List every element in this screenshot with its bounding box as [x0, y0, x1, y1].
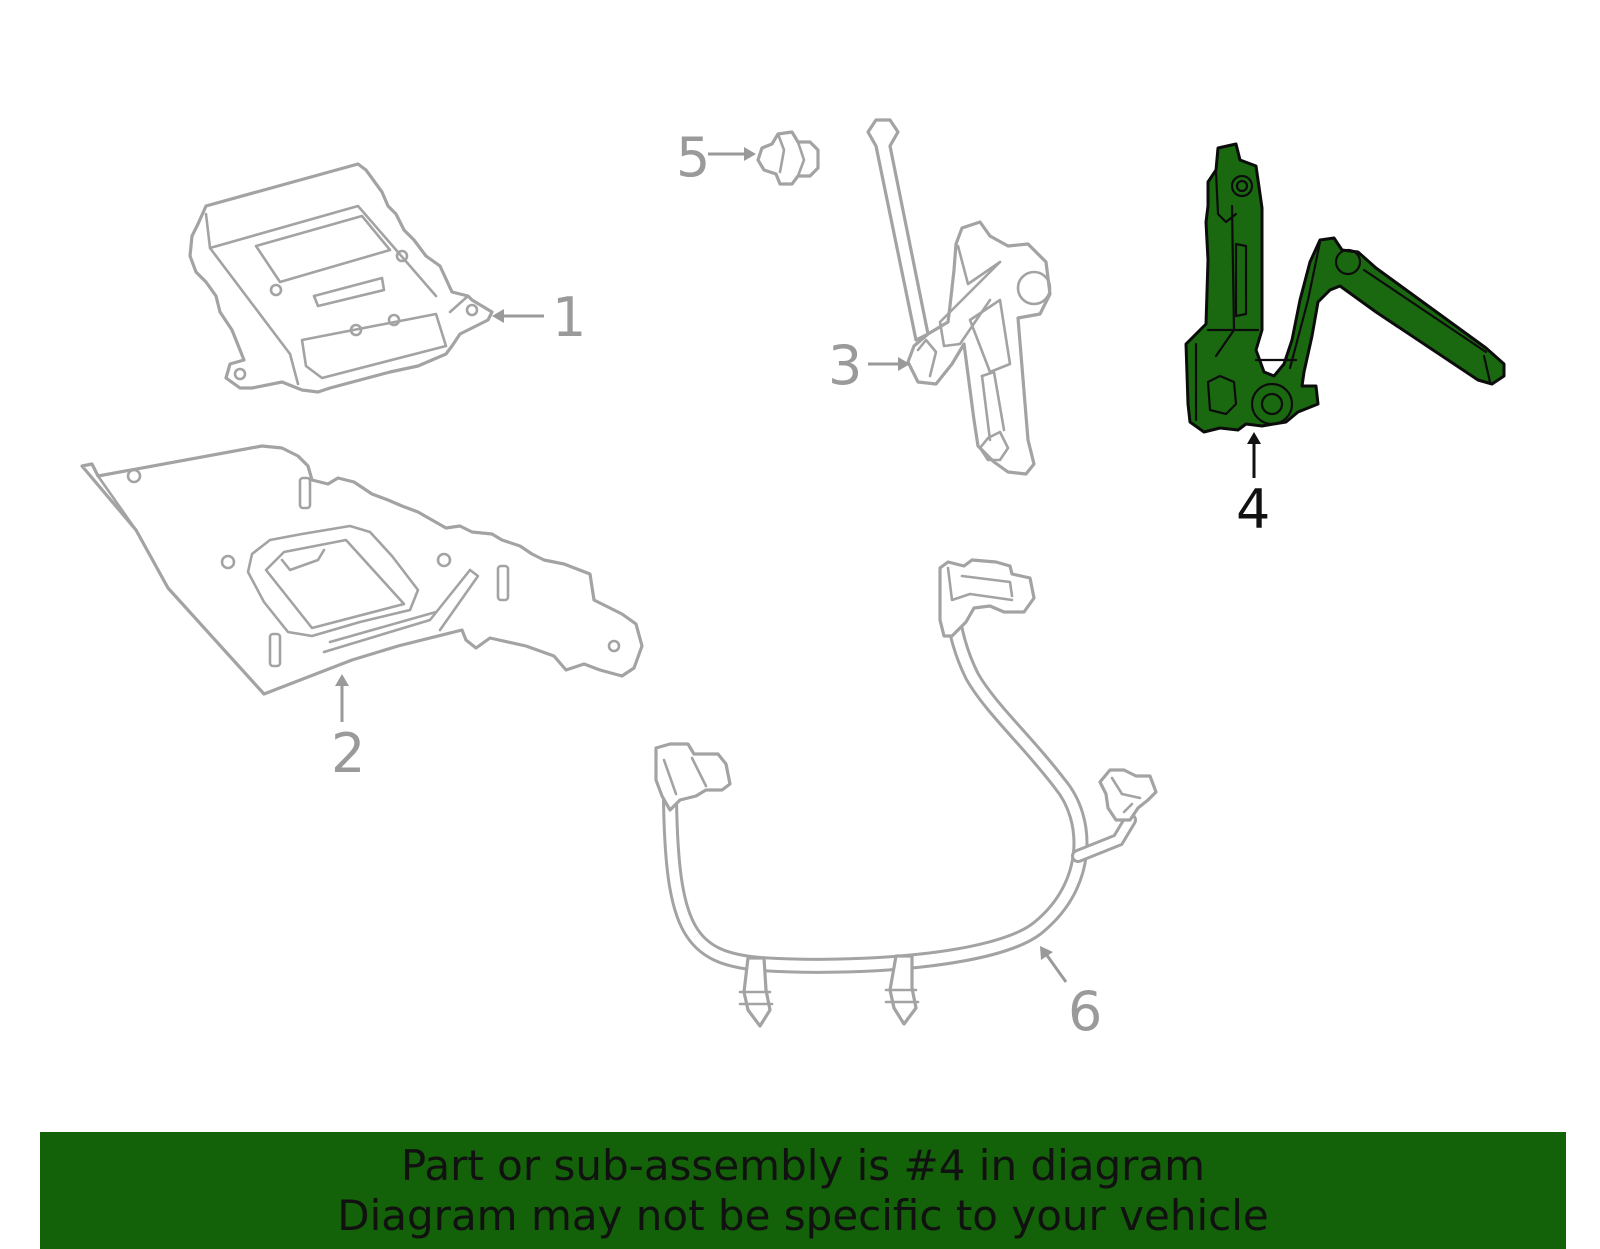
callout-6: 6 [1040, 946, 1102, 1043]
part-1-control-module[interactable] [188, 162, 494, 394]
svg-text:6: 6 [1068, 980, 1102, 1043]
part-3-level-sensor[interactable] [866, 118, 1052, 476]
svg-text:4: 4 [1236, 478, 1270, 541]
callout-1: 1 [492, 286, 586, 349]
callout-4: 4 [1236, 432, 1270, 541]
svg-text:2: 2 [331, 722, 365, 785]
part-4-level-sensor-highlighted[interactable] [1184, 142, 1506, 434]
banner-background [40, 1132, 1566, 1249]
part-5-bolt[interactable] [756, 130, 820, 186]
callout-3: 3 [828, 334, 910, 397]
svg-text:1: 1 [552, 286, 586, 349]
svg-text:3: 3 [828, 334, 862, 397]
callout-2: 2 [331, 674, 365, 785]
banner-line-1: Part or sub-assembly is #4 in diagram [400, 1140, 1206, 1190]
callout-5: 5 [676, 126, 756, 189]
banner-line-2: Diagram may not be specific to your vehi… [337, 1190, 1269, 1240]
info-banner: Part or sub-assembly is #4 in diagram Di… [40, 1132, 1566, 1249]
part-2-mounting-bracket[interactable] [80, 444, 644, 696]
part-6-wiring-harness[interactable] [654, 558, 1158, 1028]
svg-text:5: 5 [676, 126, 710, 189]
